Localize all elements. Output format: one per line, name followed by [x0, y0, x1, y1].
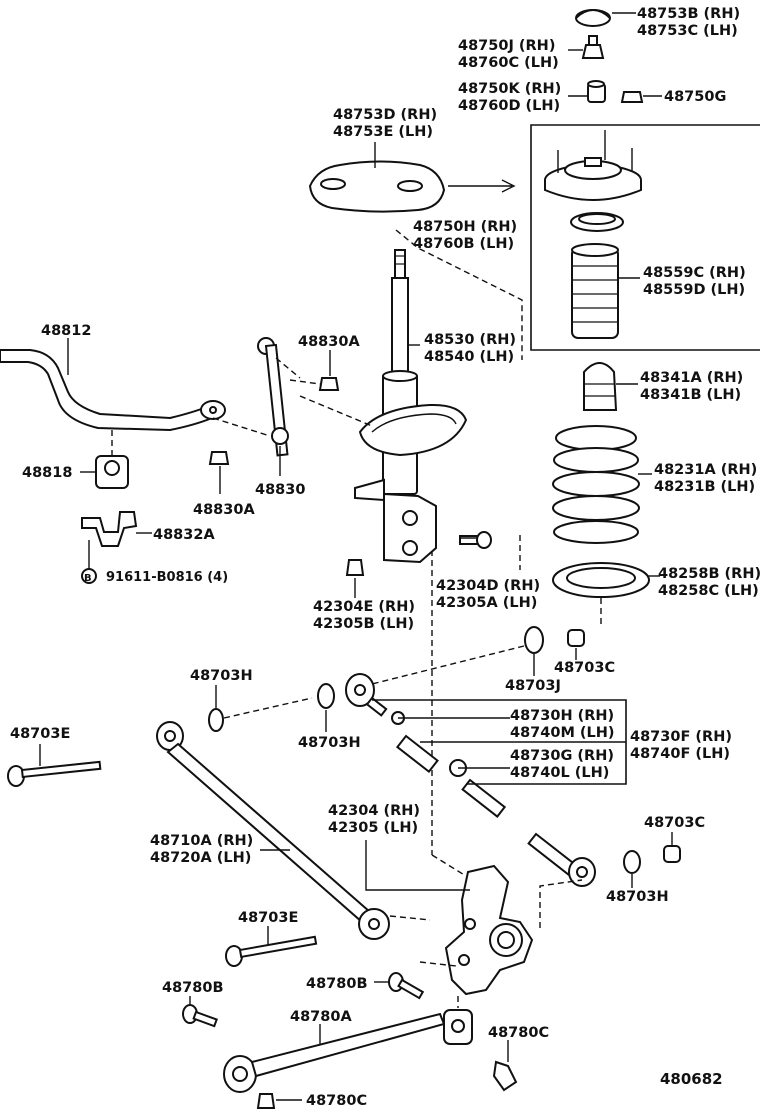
label-42304: 42304 (RH): [328, 803, 420, 819]
label-48750h: 48750H (RH): [413, 219, 517, 235]
nut-48780c-bottom-part: [256, 1093, 302, 1109]
coil-spring-48231a-part: [552, 425, 652, 544]
label-48703e-b: 48703E: [238, 910, 298, 926]
stabilizer-link-48830-part: [212, 337, 301, 476]
label-42304d: 42304D (RH): [436, 578, 540, 594]
label-42304e: 42304E (RH): [313, 599, 415, 615]
nut-48750g-part: [620, 91, 662, 103]
label-48703h-a: 48703H: [190, 668, 253, 684]
nut-48750j-part: [568, 35, 605, 59]
bracket-48780c-right-part: [492, 1040, 518, 1092]
label-48818: 48818: [22, 465, 72, 481]
bolt-91611-part: [81, 540, 97, 584]
washer-48703h-right-part: [623, 850, 641, 888]
label-48780b-a: 48780B: [306, 976, 368, 992]
spring-seat-ring-part: [570, 212, 624, 232]
label-48750k: 48750K (RH): [458, 81, 561, 97]
upper-mount-kit-box: [530, 124, 760, 351]
strut-rod-48780a-part: [223, 996, 473, 1093]
label-48703h-b: 48703H: [298, 735, 361, 751]
plate-48753d-part: [308, 142, 516, 213]
label-48760d: 48760D (LH): [458, 98, 560, 114]
bolt-symbol-b: B: [84, 573, 92, 584]
label-48703c-bottom: 48703C: [644, 815, 705, 831]
label-48753c: 48753C (LH): [637, 23, 738, 39]
label-48710a: 48710A (RH): [150, 833, 253, 849]
strut-top-guide: [395, 229, 523, 360]
label-42305a: 42305A (LH): [436, 595, 537, 611]
label-48703e-a: 48703E: [10, 726, 70, 742]
bolt-48780b-left-part: [182, 996, 218, 1028]
label-48830: 48830: [255, 482, 305, 498]
label-48341b: 48341B (LH): [640, 387, 741, 403]
callout-labels: 48753B (RH) 48753C (LH) 48750J (RH) 4876…: [10, 6, 760, 1109]
label-48832a: 48832A: [153, 527, 215, 543]
spring-insulator-48258b-part: [552, 562, 660, 598]
label-48780c-b: 48780C: [306, 1093, 367, 1109]
label-48559d: 48559D (LH): [643, 282, 745, 298]
bolt-48703e-lower-part: [225, 926, 318, 967]
label-48740m: 48740M (LH): [510, 725, 615, 741]
label-48753e: 48753E (LH): [333, 124, 433, 140]
label-91611: 91611-B0816 (4): [106, 570, 228, 585]
upper-support-48750h-part: [544, 130, 642, 201]
label-48703j: 48703J: [505, 678, 561, 694]
bolt-42304d-part: [459, 531, 492, 549]
diagram-number: 480682: [660, 1070, 723, 1088]
label-48730g: 48730G (RH): [510, 748, 614, 764]
nut-42304e-part: [345, 559, 365, 598]
trailing-arm-48710a-part: [156, 721, 431, 940]
label-48753d: 48753D (RH): [333, 107, 437, 123]
bump-stop-48341a-part: [583, 362, 638, 411]
label-48750g: 48750G: [664, 89, 726, 105]
label-48258b: 48258B (RH): [658, 566, 760, 582]
stabilizer-bracket-48832a-part: [81, 511, 152, 547]
label-48730f: 48730F (RH): [630, 729, 732, 745]
lateral-link-callout-box: [372, 699, 627, 785]
label-48780a: 48780A: [290, 1009, 352, 1025]
label-48341a: 48341A (RH): [640, 370, 743, 386]
label-48812: 48812: [41, 323, 91, 339]
label-48231b: 48231B (LH): [654, 479, 755, 495]
label-48258c: 48258C (LH): [658, 583, 759, 599]
cap-48753b-part: [575, 9, 636, 27]
label-48740l: 48740L (LH): [510, 765, 609, 781]
label-48703c-top: 48703C: [554, 660, 615, 676]
label-48231a: 48231A (RH): [654, 462, 757, 478]
stabilizer-bar-48812-part: [0, 338, 226, 432]
link-nut-48830a-lower-part: [208, 451, 230, 494]
lateral-link-48730-part: [345, 673, 596, 887]
label-48830a-bottom: 48830A: [193, 502, 255, 518]
label-48760c: 48760C (LH): [458, 55, 559, 71]
label-48760b: 48760B (LH): [413, 236, 514, 252]
link-nut-48830a-upper-part: [289, 350, 373, 427]
cushion-48703c-lower-part: [663, 832, 681, 863]
label-42305: 42305 (LH): [328, 820, 418, 836]
stabilizer-bushing-48818-part: [80, 430, 129, 489]
bushing-48750k-part: [568, 80, 606, 103]
label-48753b: 48753B (RH): [637, 6, 740, 22]
cushion-48703c-upper-part: [567, 629, 585, 660]
label-42305b: 42305B (LH): [313, 616, 414, 632]
bolt-48703e-left-part: [7, 744, 102, 787]
rear-axle-carrier-42304-part: [365, 840, 583, 996]
dust-boot-48559c-part: [571, 243, 640, 339]
label-48780b-b: 48780B: [162, 980, 224, 996]
label-48720a: 48720A (LH): [150, 850, 251, 866]
label-48730h: 48730H (RH): [510, 708, 614, 724]
label-48750j: 48750J (RH): [458, 38, 555, 54]
label-48540: 48540 (LH): [424, 349, 514, 365]
shock-absorber-48530-part: [354, 249, 468, 564]
washer-48703h-mid-part: [317, 683, 335, 732]
label-48780c-a: 48780C: [488, 1025, 549, 1041]
bolt-48780b-right-part: [374, 961, 457, 1000]
label-48530: 48530 (RH): [424, 332, 516, 348]
label-48703h-c: 48703H: [606, 889, 669, 905]
label-48830a-top: 48830A: [298, 334, 360, 350]
washer-48703j-part: [371, 626, 544, 685]
washer-48703h-left-part: [208, 685, 313, 732]
label-48559c: 48559C (RH): [643, 265, 746, 281]
label-48740f: 48740F (LH): [630, 746, 730, 762]
